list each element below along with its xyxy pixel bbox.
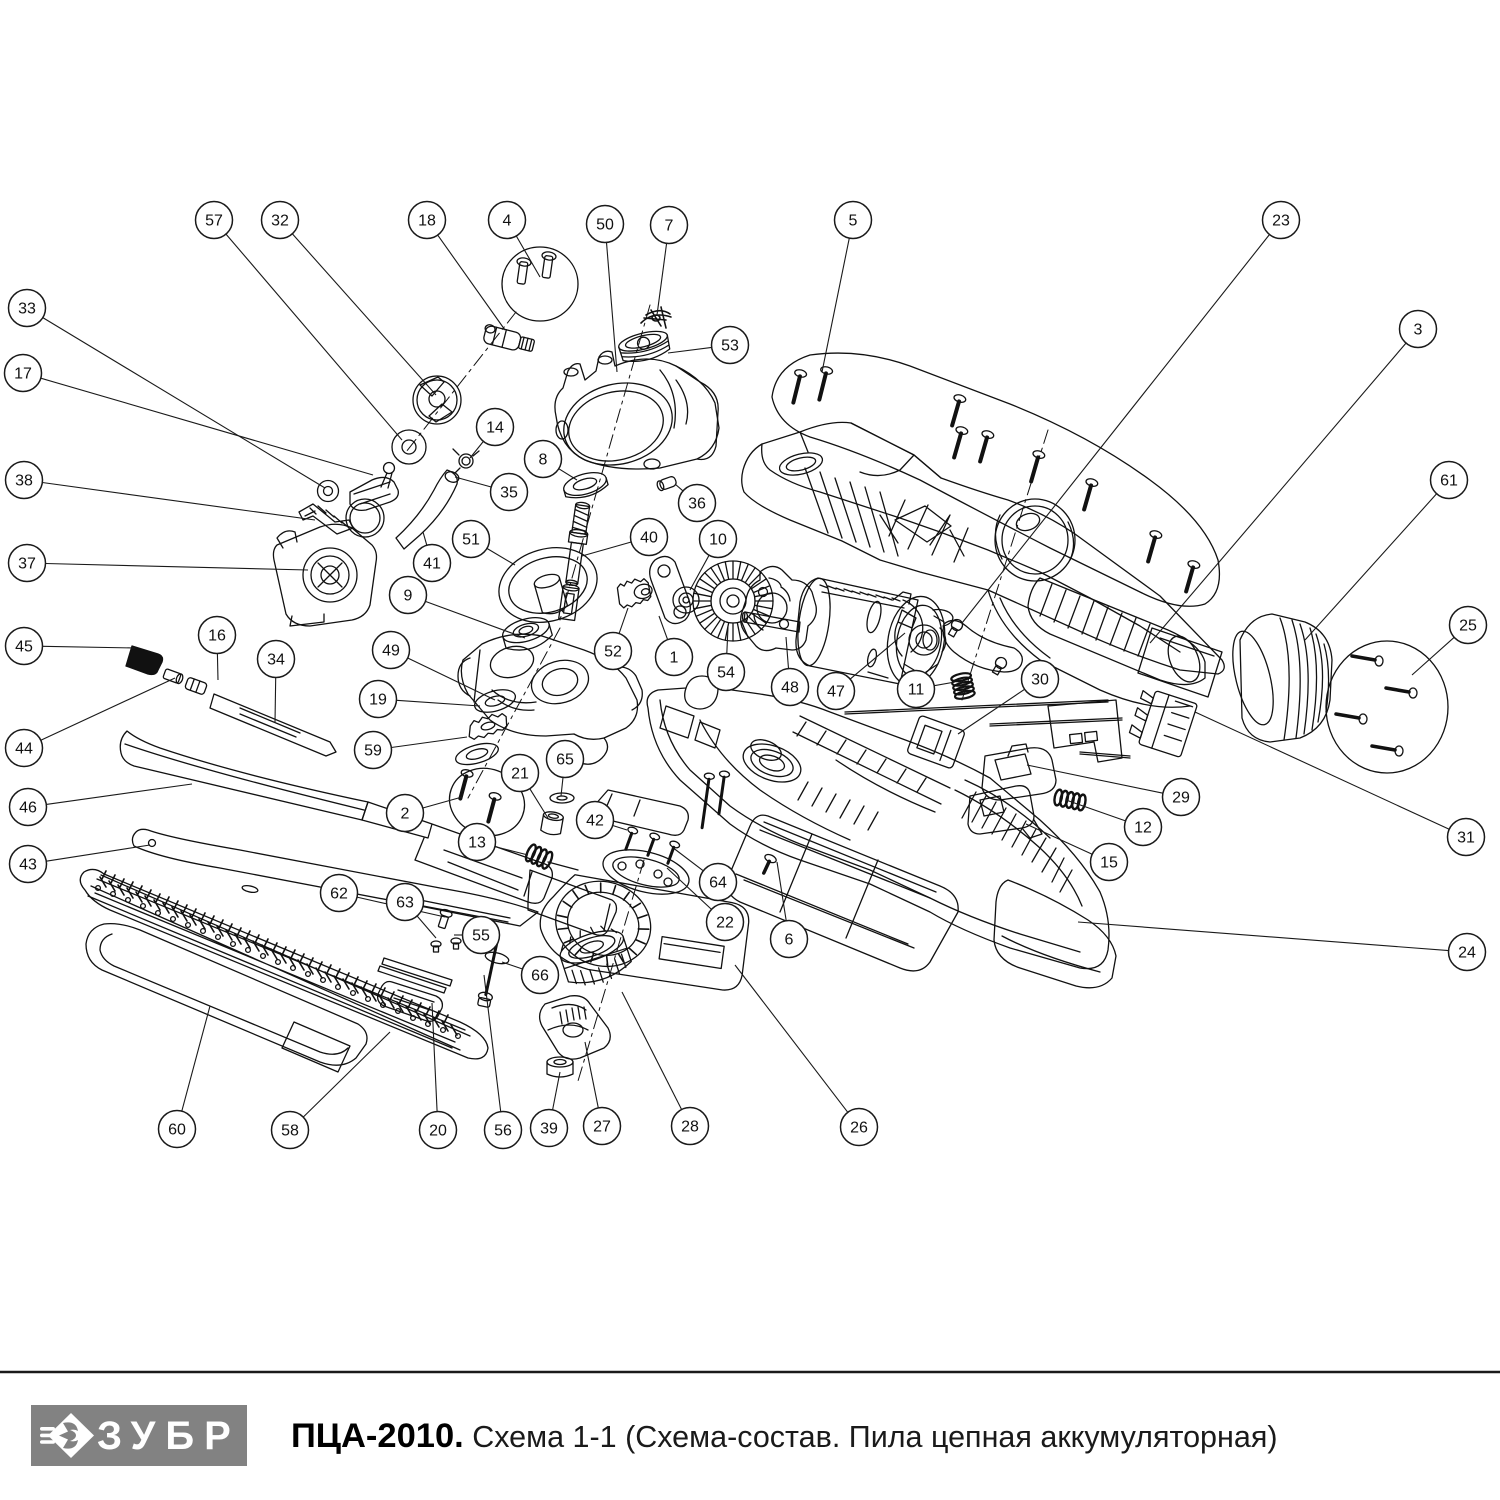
svg-text:35: 35 bbox=[500, 485, 518, 502]
svg-text:45: 45 bbox=[15, 639, 33, 656]
svg-text:2: 2 bbox=[401, 806, 410, 823]
svg-text:53: 53 bbox=[721, 338, 739, 355]
svg-text:40: 40 bbox=[640, 530, 658, 547]
svg-text:23: 23 bbox=[1272, 213, 1290, 230]
svg-text:42: 42 bbox=[586, 813, 604, 830]
svg-text:26: 26 bbox=[850, 1120, 868, 1137]
svg-text:65: 65 bbox=[556, 752, 574, 769]
svg-text:21: 21 bbox=[511, 766, 529, 783]
svg-text:55: 55 bbox=[472, 928, 490, 945]
svg-text:10: 10 bbox=[709, 532, 727, 549]
svg-text:41: 41 bbox=[423, 556, 441, 573]
svg-text:36: 36 bbox=[688, 496, 706, 513]
svg-text:14: 14 bbox=[486, 420, 504, 437]
svg-text:7: 7 bbox=[665, 218, 674, 235]
svg-text:11: 11 bbox=[908, 682, 925, 699]
svg-text:66: 66 bbox=[531, 968, 549, 985]
svg-text:25: 25 bbox=[1459, 618, 1477, 635]
svg-text:46: 46 bbox=[19, 800, 37, 817]
svg-text:ПЦА-2010. Схема 1-1 (Схема-сос: ПЦА-2010. Схема 1-1 (Схема-состав. Пила … bbox=[291, 1417, 1278, 1455]
svg-text:12: 12 bbox=[1134, 820, 1152, 837]
svg-text:47: 47 bbox=[827, 684, 845, 701]
svg-text:15: 15 bbox=[1100, 855, 1118, 872]
svg-text:13: 13 bbox=[468, 835, 486, 852]
svg-text:22: 22 bbox=[716, 915, 734, 932]
svg-text:48: 48 bbox=[781, 680, 799, 697]
svg-text:18: 18 bbox=[418, 213, 436, 230]
svg-text:43: 43 bbox=[19, 857, 37, 874]
svg-text:ЗУБР: ЗУБР bbox=[97, 1414, 241, 1458]
svg-text:1: 1 bbox=[670, 650, 679, 667]
svg-text:27: 27 bbox=[593, 1119, 611, 1136]
svg-text:63: 63 bbox=[396, 895, 414, 912]
svg-text:38: 38 bbox=[15, 473, 33, 490]
svg-text:58: 58 bbox=[281, 1123, 299, 1140]
svg-text:20: 20 bbox=[429, 1123, 447, 1140]
svg-text:9: 9 bbox=[404, 588, 413, 605]
svg-text:49: 49 bbox=[382, 643, 400, 660]
svg-text:64: 64 bbox=[709, 875, 727, 892]
svg-text:8: 8 bbox=[539, 452, 548, 469]
svg-text:57: 57 bbox=[205, 213, 223, 230]
svg-text:33: 33 bbox=[18, 301, 36, 318]
svg-text:16: 16 bbox=[208, 628, 226, 645]
svg-text:31: 31 bbox=[1457, 830, 1475, 847]
svg-text:29: 29 bbox=[1172, 790, 1190, 807]
svg-text:17: 17 bbox=[14, 366, 32, 383]
svg-text:44: 44 bbox=[15, 741, 33, 758]
svg-text:37: 37 bbox=[18, 556, 36, 573]
svg-text:19: 19 bbox=[369, 692, 387, 709]
svg-text:5: 5 bbox=[849, 213, 858, 230]
svg-text:34: 34 bbox=[267, 652, 285, 669]
svg-text:4: 4 bbox=[503, 213, 512, 230]
svg-text:39: 39 bbox=[540, 1121, 558, 1138]
svg-text:50: 50 bbox=[596, 217, 614, 234]
svg-text:6: 6 bbox=[785, 932, 794, 949]
svg-text:28: 28 bbox=[681, 1119, 699, 1136]
svg-text:3: 3 bbox=[1414, 322, 1423, 339]
svg-text:51: 51 bbox=[462, 532, 480, 549]
svg-text:54: 54 bbox=[717, 665, 735, 682]
svg-text:59: 59 bbox=[364, 743, 382, 760]
svg-text:24: 24 bbox=[1458, 945, 1476, 962]
svg-text:52: 52 bbox=[604, 644, 622, 661]
svg-text:30: 30 bbox=[1031, 672, 1049, 689]
svg-text:32: 32 bbox=[271, 213, 289, 230]
svg-text:60: 60 bbox=[168, 1122, 186, 1139]
svg-text:61: 61 bbox=[1440, 473, 1458, 490]
svg-text:56: 56 bbox=[494, 1123, 512, 1140]
svg-text:62: 62 bbox=[330, 886, 348, 903]
